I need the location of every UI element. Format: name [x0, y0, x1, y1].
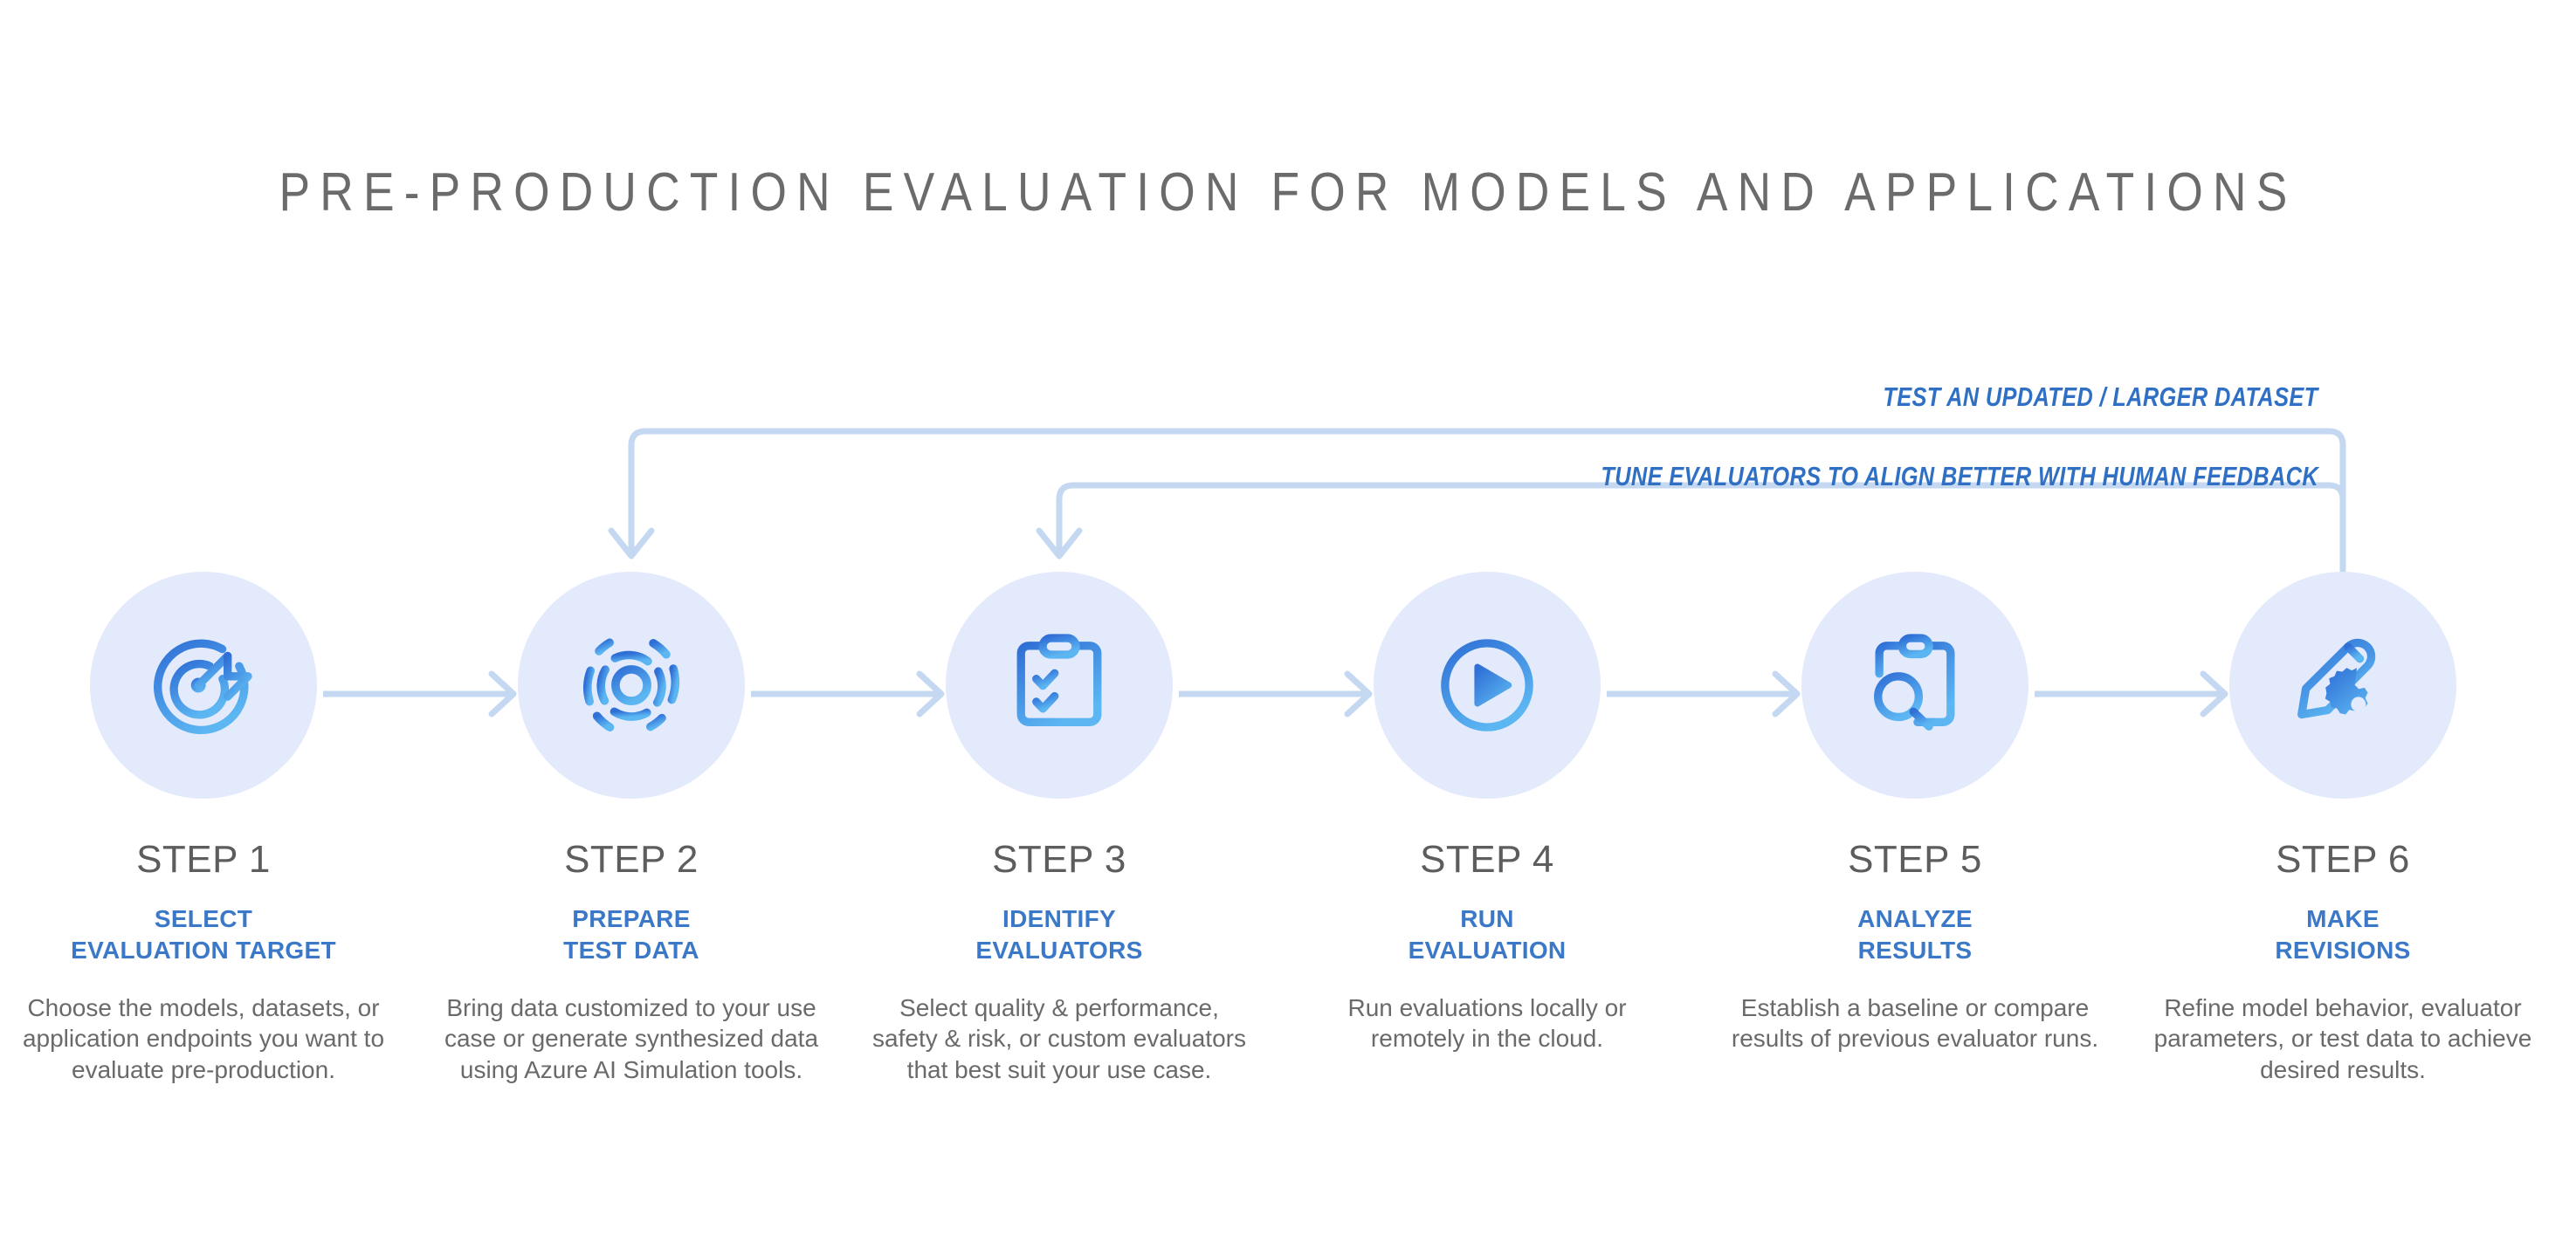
clipboard-search-icon: [1874, 634, 1955, 731]
step-4-icon-circle: [1374, 572, 1601, 799]
step-4-title-line1: RUN: [1460, 905, 1514, 932]
step-2-icon-circle: [518, 572, 745, 799]
step-1[interactable]: STEP 1 SELECT EVALUATION TARGET Choose t…: [0, 572, 409, 1086]
step-5[interactable]: STEP 5 ANALYZE RESULTS Establish a basel…: [1710, 572, 2120, 1054]
pencil-gear-icon: [2297, 638, 2376, 719]
page-title: PRE-PRODUCTION EVALUATION FOR MODELS AND…: [279, 162, 2297, 223]
loop-label-test-dataset: TEST AN UPDATED / LARGER DATASET: [1883, 381, 2318, 412]
step-3-title-line2: EVALUATORS: [975, 936, 1143, 964]
step-5-number: STEP 5: [1848, 838, 1982, 881]
step-4-title-line2: EVALUATION: [1408, 936, 1567, 964]
step-6-title: MAKE REVISIONS: [2138, 903, 2548, 966]
step-5-icon-circle: [1801, 572, 2028, 799]
target-arrow-icon: [154, 639, 252, 735]
step-1-icon-circle: [90, 572, 317, 799]
step-5-title-line2: RESULTS: [1857, 936, 1973, 964]
loop-line-tune-evaluators: [1036, 482, 2346, 584]
step-4-title: RUN EVALUATION: [1282, 903, 1692, 966]
step-3-title: IDENTIFY EVALUATORS: [854, 903, 1264, 966]
step-2[interactable]: STEP 2 PREPARE TEST DATA Bring data cust…: [426, 572, 837, 1086]
step-6-number: STEP 6: [2276, 838, 2410, 881]
step-1-description: Choose the models, datasets, or applicat…: [22, 993, 385, 1084]
loop-label-tune-evaluators: TUNE EVALUATORS TO ALIGN BETTER WITH HUM…: [1601, 461, 2318, 491]
loop-line-test-dataset: [608, 428, 2346, 584]
step-2-title-line1: PREPARE: [572, 905, 691, 932]
step-1-title: SELECT EVALUATION TARGET: [0, 903, 409, 966]
step-1-number: STEP 1: [136, 838, 271, 881]
step-4[interactable]: STEP 4 RUN EVALUATION Run evaluations lo…: [1282, 572, 1692, 1054]
step-6-title-line1: MAKE: [2306, 905, 2380, 932]
step-4-number: STEP 4: [1420, 838, 1554, 881]
play-circle-icon: [1441, 639, 1533, 731]
clipboard-checklist-icon: [1016, 634, 1102, 726]
step-6[interactable]: STEP 6 MAKE REVISIONS Refine model behav…: [2138, 572, 2548, 1086]
step-3-number: STEP 3: [992, 838, 1126, 881]
step-3-icon-circle: [946, 572, 1173, 799]
step-1-title-line1: SELECT: [154, 905, 253, 932]
step-3-title-line1: IDENTIFY: [1002, 905, 1116, 932]
step-3[interactable]: STEP 3 IDENTIFY EVALUATORS Select qualit…: [854, 572, 1264, 1086]
step-5-title: ANALYZE RESULTS: [1710, 903, 2120, 966]
step-6-title-line2: REVISIONS: [2275, 936, 2411, 964]
step-6-icon-circle: [2229, 572, 2456, 799]
step-6-description: Refine model behavior, evaluator paramet…: [2153, 993, 2532, 1084]
step-3-description: Select quality & performance, safety & r…: [872, 993, 1246, 1084]
step-2-title-line2: TEST DATA: [563, 936, 699, 964]
concentric-rings-icon: [583, 638, 679, 731]
step-5-title-line1: ANALYZE: [1857, 905, 1973, 932]
step-2-title: PREPARE TEST DATA: [426, 903, 837, 966]
step-2-description: Bring data customized to your use case o…: [444, 993, 819, 1084]
step-5-description: Establish a baseline or compare results …: [1731, 993, 2099, 1053]
step-4-description: Run evaluations locally or remotely in t…: [1347, 993, 1627, 1053]
step-1-title-line2: EVALUATION TARGET: [71, 936, 336, 964]
step-2-number: STEP 2: [564, 838, 699, 881]
